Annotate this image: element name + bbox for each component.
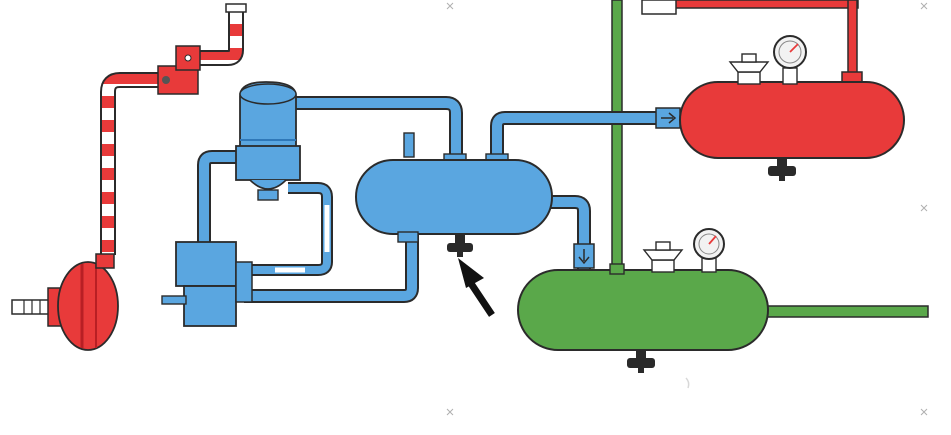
blue-pipes	[197, 96, 690, 303]
air-compressor	[161, 241, 253, 327]
service-reservoir-red	[679, 35, 905, 181]
pressure-gauge	[773, 35, 807, 85]
brake-chamber	[11, 253, 119, 351]
wet-tank	[355, 132, 553, 257]
drain-valve[interactable]	[768, 158, 796, 181]
air-dryer	[235, 81, 301, 201]
pressure-gauge	[693, 228, 725, 273]
drain-valve[interactable]	[627, 350, 655, 373]
safety-valve	[642, 241, 684, 273]
arrow-icon	[458, 258, 495, 317]
check-valve	[655, 107, 681, 129]
wet-tank-drain-valve[interactable]	[447, 234, 473, 257]
safety-valve	[728, 53, 770, 85]
brake-line	[100, 3, 247, 255]
check-valve	[573, 243, 595, 269]
paper-mark	[685, 377, 690, 389]
service-reservoir-green	[517, 228, 769, 373]
corner-marks	[446, 2, 928, 416]
red-lines	[641, 0, 863, 87]
